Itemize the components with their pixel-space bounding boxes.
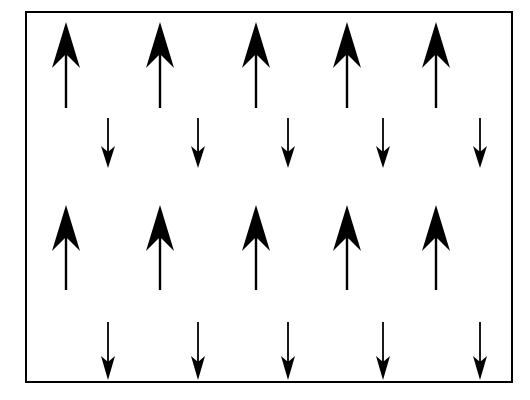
spin-down-arrow-r2-c4	[376, 118, 390, 168]
arrow-head	[191, 146, 205, 168]
spin-up-arrow-r1-c5	[422, 22, 450, 108]
spin-up-arrow-r3-c1	[52, 205, 80, 290]
spin-down-arrow-r2-c5	[473, 118, 487, 168]
arrow-head	[146, 205, 174, 251]
spin-up-arrow-r1-c1	[52, 22, 80, 108]
spin-up-arrow-r3-c3	[242, 205, 270, 290]
arrow-head	[376, 146, 390, 168]
arrow-head	[52, 205, 80, 251]
spin-up-arrow-r3-c4	[333, 205, 361, 290]
diagram-frame	[25, 11, 513, 383]
spin-down-arrow-r4-c3	[281, 322, 295, 380]
spin-down-arrow-r4-c5	[473, 322, 487, 380]
spin-down-arrow-r2-c1	[101, 118, 115, 168]
arrow-head	[146, 22, 174, 68]
arrow-head	[281, 356, 295, 380]
arrow-head	[242, 205, 270, 251]
arrow-head	[376, 356, 390, 380]
arrow-head	[473, 356, 487, 380]
arrow-head	[101, 146, 115, 168]
spin-down-arrow-r4-c4	[376, 322, 390, 380]
spin-up-arrow-r1-c2	[146, 22, 174, 108]
arrow-head	[191, 356, 205, 380]
arrow-head	[52, 22, 80, 68]
spin-down-arrow-r4-c2	[191, 322, 205, 380]
arrow-head	[281, 146, 295, 168]
spin-down-arrow-r2-c2	[191, 118, 205, 168]
spin-up-arrow-r3-c5	[422, 205, 450, 290]
arrow-head	[101, 356, 115, 380]
arrow-head	[333, 205, 361, 251]
spin-up-arrow-r1-c4	[333, 22, 361, 108]
spin-down-arrow-r2-c3	[281, 118, 295, 168]
arrows-layer	[52, 22, 487, 380]
spin-up-arrow-r3-c2	[146, 205, 174, 290]
spin-up-arrow-r1-c3	[242, 22, 270, 108]
arrow-head	[333, 22, 361, 68]
arrow-head	[422, 22, 450, 68]
arrow-head	[242, 22, 270, 68]
arrow-head	[422, 205, 450, 251]
arrow-head	[473, 146, 487, 168]
spin-down-arrow-r4-c1	[101, 322, 115, 380]
